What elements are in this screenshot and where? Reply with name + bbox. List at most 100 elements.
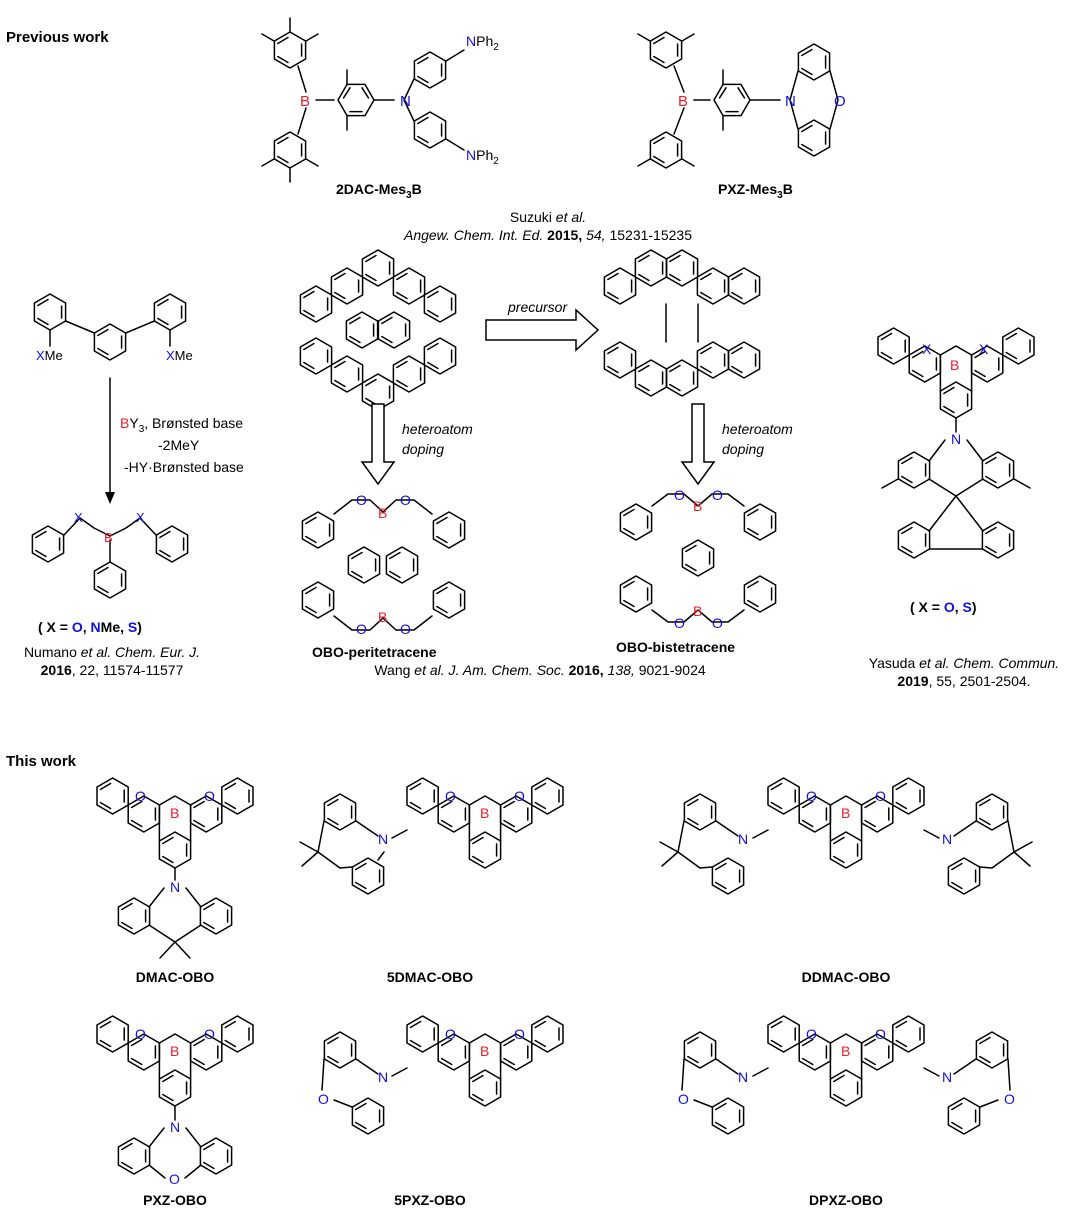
dpxz-o1: O — [806, 1026, 817, 1042]
ref-wang: Wang et al. J. Am. Chem. Soc. 2016, 138,… — [374, 662, 706, 678]
label-ddmac-obo: DDMAC-OBO — [802, 969, 891, 985]
nph2-lower: NPh2 — [466, 147, 499, 167]
dpxz-o2: O — [875, 1026, 886, 1042]
5dmac-o1: O — [445, 788, 456, 804]
previous-work-heading: Previous work — [6, 29, 109, 46]
pxz-obo-n: N — [170, 1119, 180, 1135]
dpxz-o3: O — [678, 1091, 689, 1107]
atom-o-pxz: O — [834, 93, 846, 110]
label-5dmac-obo: 5DMAC-OBO — [387, 969, 473, 985]
structure-dpxz-obo: N O N O O B O — [678, 1016, 1015, 1135]
ddmac-b: B — [841, 805, 850, 821]
atom-n-pxz: N — [785, 93, 796, 110]
ref-yasuda-line1: Yasuda et al. Chem. Commun. — [869, 655, 1059, 671]
reagent-line3: -HY·Brønsted base — [124, 459, 244, 475]
this-work-heading: This work — [6, 753, 77, 770]
reagent-line2: -2MeY — [158, 437, 200, 453]
label-obo-bistetracene: OBO-bistetracene — [616, 639, 735, 655]
label-dpxz-obo: DPXZ-OBO — [809, 1192, 883, 1208]
precursor-arrow — [485, 308, 600, 352]
structure-5pxz-obo: N O O B O — [318, 1016, 563, 1135]
pxz-obo-b: B — [170, 1043, 179, 1059]
atom-b-pxz: B — [678, 93, 688, 110]
structure-yasuda-spiro: N X B X — [878, 328, 1034, 559]
x-definition-left: ( X = O, NMe, S) — [38, 619, 142, 635]
pxz-obo-o2: O — [204, 1026, 215, 1042]
yasuda-n: N — [951, 431, 961, 447]
ref-yasuda-line2: 2019, 55, 2501-2504. — [897, 673, 1030, 689]
doping-label-right-2: doping — [722, 441, 764, 457]
doping-arrow-left — [360, 403, 396, 486]
nph2-upper: NPh2 — [466, 33, 499, 53]
atom-x-right: X — [136, 510, 145, 525]
structure-2dac-mes3b: N B NPh2 NPh2 — [261, 17, 499, 183]
bis-o4: O — [712, 615, 723, 631]
dmac-o2: O — [204, 788, 215, 804]
atom-x-left: X — [74, 510, 83, 525]
structure-ddmac-obo: N N O B O — [659, 778, 1033, 895]
structure-pxz-obo: N O O B O — [97, 1016, 253, 1187]
5dmac-o2: O — [514, 788, 525, 804]
precursor-label: precursor — [507, 299, 568, 315]
xme-right: XMe — [166, 348, 193, 363]
atom-b-product: B — [104, 530, 113, 545]
structure-5dmac-obo: N O B O — [299, 778, 563, 895]
peri-o1: O — [356, 492, 367, 508]
structure-pxz-mes3b: N O B — [637, 31, 846, 169]
ddmac-o1: O — [806, 788, 817, 804]
label-2dac-mes3b: 2DAC-Mes3B — [336, 181, 422, 201]
doping-label-left-1: heteroatom — [402, 421, 473, 437]
label-obo-peritetracene: OBO-peritetracene — [312, 644, 437, 660]
x-definition-right: ( X = O, S) — [910, 599, 977, 615]
ref-numano-line1: Numano et al. Chem. Eur. J. — [24, 644, 200, 660]
5pxz-o1: O — [445, 1026, 456, 1042]
structure-peritetracene — [299, 249, 457, 411]
structure-obo-peritetracene: O B O O B O — [301, 492, 466, 637]
bis-o1: O — [674, 487, 685, 503]
structure-obo-bistetracene: O B O O B O — [619, 487, 777, 631]
pxz-obo-o1: O — [135, 1026, 146, 1042]
label-pxz-mes3b: PXZ-Mes3B — [718, 181, 793, 201]
structure-bxb-product: X X B — [31, 510, 189, 599]
5dmac-b: B — [480, 805, 489, 821]
label-dmac-obo: DMAC-OBO — [136, 969, 215, 985]
reaction-arrow-left — [105, 377, 115, 504]
dmac-n: N — [170, 879, 180, 895]
atom-n-carbazole: N — [400, 93, 411, 110]
peri-o3: O — [356, 621, 367, 637]
5pxz-b: B — [480, 1043, 489, 1059]
peri-b2: B — [378, 609, 387, 625]
doping-arrow-right — [680, 403, 716, 486]
dpxz-n1: N — [738, 1069, 748, 1085]
atom-b-mes: B — [300, 93, 310, 110]
5pxz-o3: O — [318, 1091, 329, 1107]
ddmac-o2: O — [875, 788, 886, 804]
yasuda-b: B — [950, 357, 959, 373]
yasuda-x1: X — [922, 341, 932, 357]
dpxz-n2: N — [942, 1069, 952, 1085]
reagent-line1: BY3, Brønsted base — [120, 415, 243, 435]
dmac-o1: O — [135, 788, 146, 804]
dpxz-b: B — [841, 1043, 850, 1059]
ref-numano-line2: 2016, 22, 11574-11577 — [41, 662, 184, 678]
structure-bistetracene — [603, 249, 761, 397]
peri-b1: B — [378, 505, 387, 521]
pxz-obo-o3: O — [169, 1171, 180, 1187]
5pxz-o2: O — [514, 1026, 525, 1042]
yasuda-x2: X — [979, 341, 989, 357]
dmac-b: B — [170, 805, 179, 821]
peri-o4: O — [400, 621, 411, 637]
bis-b1: B — [693, 498, 702, 514]
ddmac-n2: N — [942, 831, 952, 847]
doping-label-right-1: heteroatom — [722, 421, 793, 437]
ref-suzuki-citation: Angew. Chem. Int. Ed. 2015, 54, 15231-15… — [403, 227, 692, 243]
label-pxz-obo: PXZ-OBO — [143, 1192, 207, 1208]
bis-b2: B — [693, 603, 702, 619]
peri-o2: O — [400, 492, 411, 508]
5dmac-n: N — [378, 831, 388, 847]
doping-label-left-2: doping — [402, 441, 444, 457]
ddmac-n1: N — [738, 831, 748, 847]
5pxz-n: N — [378, 1069, 388, 1085]
dpxz-o4: O — [1004, 1091, 1015, 1107]
